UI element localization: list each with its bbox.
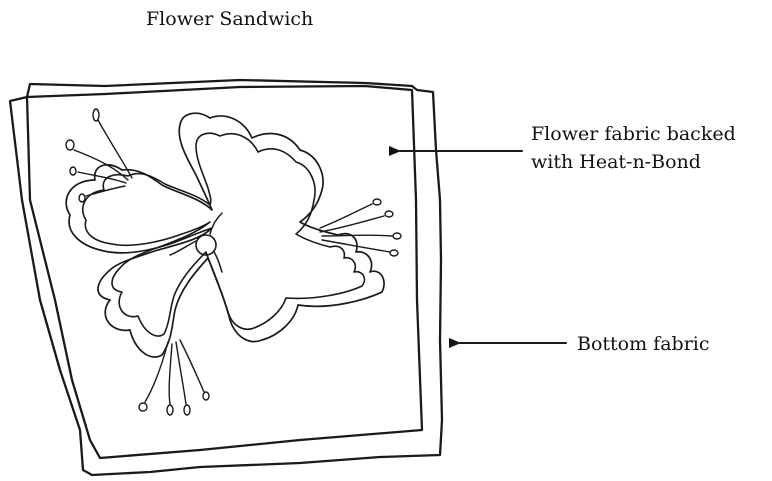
bottom-fabric-outline: [10, 80, 442, 475]
stamen-cluster-top-left: [66, 109, 132, 202]
stamen-cluster-bottom: [139, 340, 209, 415]
flower-fabric-outline: [27, 86, 422, 458]
petal-divider-upper: [210, 213, 222, 234]
stamen-cluster-right: [320, 199, 401, 256]
petal-divider-lower: [214, 252, 222, 272]
